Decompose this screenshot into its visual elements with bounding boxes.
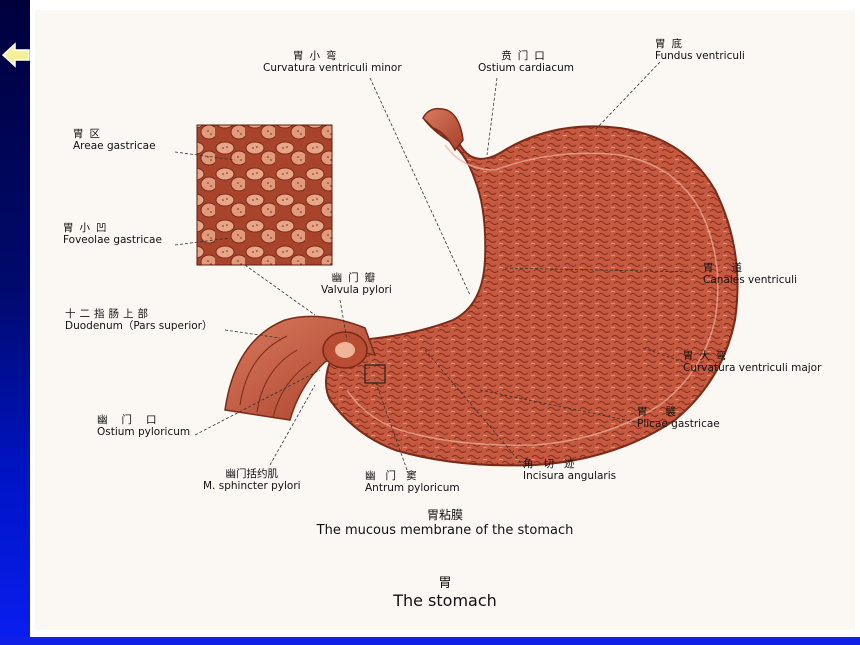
label-en: Curvatura ventriculi major	[683, 362, 822, 374]
caption-cn: 胃粘膜	[426, 508, 463, 522]
label-en: Areae gastricae	[73, 140, 156, 152]
caption-en: The stomach	[393, 591, 497, 610]
stomach-figure: 胃小弯 Curvatura ventriculi minor 贲门口 Ostiu…	[35, 10, 855, 630]
label-cn: 幽门窦	[365, 470, 427, 482]
label-en: Curvatura ventriculi minor	[263, 62, 402, 74]
label-en: Ostium cardiacum	[478, 62, 575, 74]
label-cn: 幽门口	[97, 414, 171, 426]
label-en: Canales ventriculi	[703, 274, 797, 286]
label-duodenum: 十二指肠上部 Duodenum（Pars superior）	[65, 308, 212, 332]
bottom-bar	[0, 637, 860, 645]
label-curvatura-minor: 胃小弯 Curvatura ventriculi minor	[263, 50, 402, 74]
caption-mucous-membrane: 胃粘膜 The mucous membrane of the stomach	[275, 506, 615, 538]
label-cn: 幽门括约肌	[225, 468, 279, 480]
label-en: Valvula pylori	[321, 284, 392, 296]
stomach-illustration	[174, 61, 739, 471]
label-canales: 胃道 Canales ventriculi	[703, 262, 797, 286]
label-en: Incisura angularis	[523, 470, 617, 482]
label-cn: 胃小凹	[63, 222, 113, 234]
label-cn: 胃道	[703, 262, 760, 274]
label-cn: 胃小弯	[293, 50, 343, 62]
label-en: Antrum pyloricum	[365, 482, 460, 494]
label-antrum: 幽门窦 Antrum pyloricum	[365, 470, 460, 494]
label-en: Duodenum（Pars superior）	[65, 320, 213, 332]
label-cn: 胃区	[73, 128, 106, 140]
label-cn: 十二指肠上部	[65, 308, 152, 320]
label-cn: 角切迹	[523, 458, 585, 470]
label-foveolae: 胃小凹 Foveolae gastricae	[63, 222, 162, 246]
label-en: Foveolae gastricae	[63, 234, 162, 246]
label-ostium-pyloricum: 幽门口 Ostium pyloricum	[97, 414, 190, 438]
label-plicae: 胃襞 Plicae gastricae	[637, 406, 720, 430]
sidebar	[0, 0, 30, 645]
label-en: Plicae gastricae	[637, 418, 720, 430]
caption-en: The mucous membrane of the stomach	[316, 523, 574, 538]
label-en: Ostium pyloricum	[97, 426, 191, 438]
label-cn: 胃大弯	[683, 350, 733, 362]
label-incisura: 角切迹 Incisura angularis	[523, 458, 616, 482]
label-areae: 胃区 Areae gastricae	[73, 128, 156, 152]
caption-cn: 胃	[438, 576, 452, 591]
label-cn: 幽门瓣	[331, 272, 382, 284]
label-cn: 胃襞	[637, 406, 694, 418]
label-fundus: 胃底 Fundus ventriculi	[655, 38, 745, 62]
back-arrow-icon[interactable]	[2, 40, 30, 70]
label-cn: 胃底	[655, 38, 688, 50]
label-cn: 贲门口	[501, 50, 551, 62]
label-sphincter: 幽门括约肌 M. sphincter pylori	[203, 468, 301, 492]
label-ostium-cardiacum: 贲门口 Ostium cardiacum	[478, 50, 574, 74]
label-en: Fundus ventriculi	[655, 50, 745, 62]
caption-stomach: 胃 The stomach	[335, 572, 555, 610]
label-curvatura-major: 胃大弯 Curvatura ventriculi major	[683, 350, 821, 374]
label-en: M. sphincter pylori	[203, 480, 301, 492]
label-valvula: 幽门瓣 Valvula pylori	[321, 272, 392, 296]
